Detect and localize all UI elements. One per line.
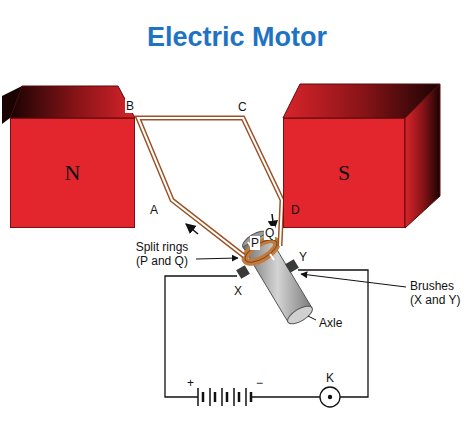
- magnet-pole: S: [283, 118, 405, 228]
- leader-line: [308, 316, 316, 320]
- magnet-pole: N: [10, 118, 135, 228]
- brush: [236, 265, 250, 279]
- callout-label: Brushes (X and Y): [410, 279, 468, 307]
- brush: [285, 259, 299, 273]
- current-arrow: [186, 224, 198, 234]
- ring-letter: P: [250, 236, 260, 250]
- axle-end: [285, 303, 315, 328]
- title: Electric Motor: [0, 22, 474, 53]
- terminal-sign: +: [187, 376, 194, 390]
- corner-letter: B: [125, 99, 135, 113]
- ring-letter: Q: [264, 226, 275, 240]
- leader-line: [196, 258, 238, 259]
- terminal-sign: −: [256, 376, 263, 390]
- corner-letter: A: [150, 203, 158, 217]
- battery-symbol: [198, 388, 251, 406]
- coil: [138, 118, 282, 256]
- callout-label: Split rings (P and Q): [130, 240, 194, 268]
- brush-letter: X: [234, 284, 242, 298]
- pole-letter: S: [334, 156, 354, 190]
- key-symbol: [320, 387, 340, 407]
- corner-letter: C: [238, 100, 247, 114]
- brush-letter: Y: [299, 250, 307, 264]
- callout-label: Axle: [319, 316, 342, 330]
- magnet-top-face: [10, 86, 135, 118]
- wire: [165, 276, 237, 397]
- ring-gap: [270, 254, 274, 260]
- split-ring-edge: [242, 235, 281, 266]
- wire: [298, 270, 368, 397]
- pole-letter: N: [61, 156, 85, 190]
- key-plug: [328, 395, 332, 399]
- wire: [251, 396, 320, 397]
- corner-letter: D: [291, 203, 300, 217]
- magnet-side-face: [405, 84, 440, 228]
- split-ring: [242, 235, 281, 266]
- coil-core: [138, 118, 282, 256]
- leader-line: [301, 274, 406, 287]
- key-letter: K: [326, 371, 334, 385]
